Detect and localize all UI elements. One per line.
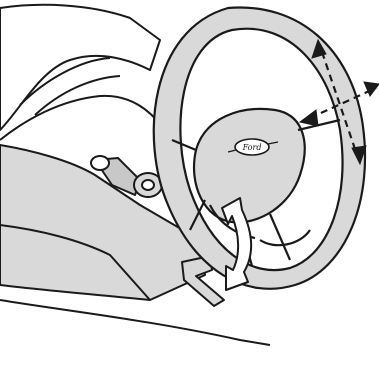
- arrowhead-right-icon: [364, 82, 379, 96]
- arrowhead-left-icon: [300, 110, 318, 126]
- dashboard: [0, 5, 170, 160]
- ford-logo-text: Ford: [242, 143, 262, 152]
